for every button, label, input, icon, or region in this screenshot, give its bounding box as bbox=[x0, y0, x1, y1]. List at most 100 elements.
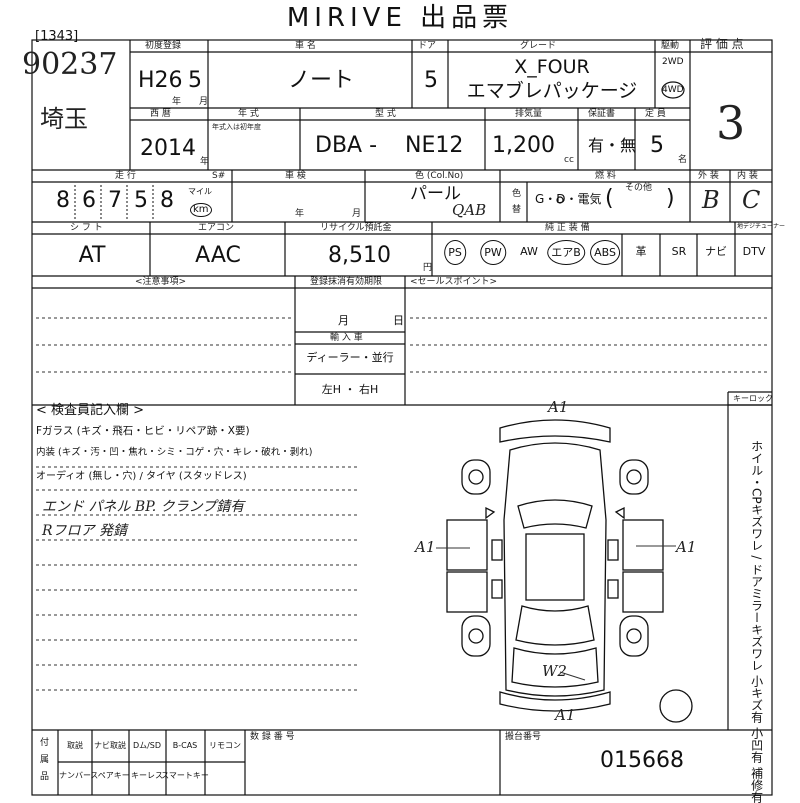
label-recycle: リサイクル預託金 bbox=[320, 223, 392, 233]
mileage-digit-3: 7 bbox=[108, 188, 122, 213]
unit-year-2: 年 bbox=[200, 157, 210, 167]
label-first-reg: 初度登録 bbox=[145, 41, 182, 51]
label-lot-no: 数 録 番 号 bbox=[250, 732, 295, 742]
label-interior: 内 装 bbox=[737, 171, 758, 181]
label-doors: ドア bbox=[418, 41, 437, 51]
unit-year: 年 bbox=[172, 97, 182, 107]
label-sales-point: <セールスポイント> bbox=[410, 277, 498, 287]
accessory-item: B-CAS bbox=[172, 741, 198, 750]
inspection-audio: オーディオ (無し・穴) / タイヤ (スタッドレス) bbox=[36, 471, 247, 482]
label-warranty: 保証書 bbox=[588, 109, 616, 119]
shaken-year: 年 bbox=[295, 209, 305, 219]
reg-day: 日 bbox=[393, 314, 404, 327]
type-code: NE12 bbox=[405, 133, 464, 158]
fuel-value: G・D・電気 bbox=[535, 192, 602, 206]
label-displacement: 排気量 bbox=[515, 109, 543, 119]
grade-line-2: エマブレパッケージ bbox=[466, 80, 638, 102]
accessory-item: ナンバー bbox=[59, 771, 91, 780]
drive-4wd: 4WD bbox=[662, 85, 684, 95]
label-exterior: 外 装 bbox=[698, 171, 719, 181]
equipment-item: PW bbox=[480, 240, 506, 265]
label-shaken: 車 検 bbox=[285, 171, 306, 181]
damage-mark-front: A1 bbox=[548, 398, 569, 416]
label-color: 色 (Col.No) bbox=[415, 171, 464, 181]
equipment-item: エアB bbox=[547, 240, 585, 265]
label-notes: <注意事項> bbox=[135, 277, 187, 287]
label-fuel: 燃 料 bbox=[595, 171, 616, 181]
region: 埼玉 bbox=[40, 105, 88, 133]
grade-line-1: X_FOUR bbox=[514, 56, 590, 78]
unit-month: 月 bbox=[199, 97, 209, 107]
label-year-model: 年 式 bbox=[238, 109, 259, 119]
mileage-digit-1: 8 bbox=[56, 188, 70, 213]
label-type: 型 式 bbox=[375, 109, 396, 119]
label-reg-expiry: 登録抹消有効期限 bbox=[310, 277, 383, 287]
shaken-month: 月 bbox=[352, 209, 362, 219]
inspection-side-notes: ホイル・CPキズワレ / ドアミラーキズワレ 小キズ有 小凹有 補修有 bbox=[749, 440, 764, 803]
accessory-item: キーレス bbox=[131, 771, 163, 780]
interior-grade: C bbox=[742, 186, 761, 214]
unit-km: km bbox=[190, 203, 212, 217]
label-tuner: 地デジチューナー bbox=[737, 223, 786, 230]
label-car-name: 車 名 bbox=[295, 41, 316, 51]
label-shift: シ フ ト bbox=[70, 223, 103, 233]
accessory-item: スマートキー bbox=[161, 771, 209, 780]
accessory-item: リモコン bbox=[209, 741, 241, 750]
accessory-side-label: 付 属 品 bbox=[40, 738, 50, 783]
inspector-heading: < 検査員記入欄 > bbox=[36, 403, 145, 418]
label-grade: グレード bbox=[520, 41, 557, 51]
year-value: 2014 bbox=[140, 136, 196, 161]
equipment-item: ABS bbox=[590, 240, 620, 265]
reg-month: 月 bbox=[338, 314, 349, 327]
equipment-item: PS bbox=[444, 240, 466, 265]
unit-mile: マイル bbox=[188, 187, 212, 196]
type-prefix: DBA - bbox=[315, 133, 378, 158]
lot-number: 90237 bbox=[22, 47, 118, 82]
accessory-item: ナビ取説 bbox=[94, 741, 126, 750]
label-rating: 評 価 点 bbox=[700, 37, 744, 51]
first-reg-month: 5 bbox=[188, 68, 202, 93]
doors-value: 5 bbox=[424, 68, 438, 93]
damage-mark-rear: A1 bbox=[555, 706, 576, 724]
inspection-glass: Fガラス (キズ・飛石・ヒビ・リペア跡・X要) bbox=[36, 425, 250, 437]
dealer-parallel: ディーラー・並行 bbox=[306, 351, 394, 364]
equipment-item: AW bbox=[520, 245, 538, 258]
accessory-item: Dム/SD bbox=[132, 741, 162, 750]
label-keylock: キーロック bbox=[733, 394, 773, 403]
inspection-handwritten-2: Rフロア 発錆 bbox=[42, 523, 127, 539]
mileage-digit-4: 5 bbox=[134, 188, 148, 213]
unit-cc: cc bbox=[564, 155, 574, 165]
inspection-handwritten-1: エンド パネル BP. クランプ錆有 bbox=[42, 499, 245, 515]
displacement-value: 1,200 bbox=[492, 133, 555, 158]
drive-2wd: 2WD bbox=[662, 57, 684, 67]
mileage-digit-2: 6 bbox=[82, 188, 96, 213]
fuel-paren-open: ( bbox=[605, 186, 614, 211]
accessory-item: スペアキー bbox=[90, 771, 130, 780]
lot-code: [1343] bbox=[35, 29, 79, 44]
label-fuel-other: その他 bbox=[625, 183, 653, 193]
steering-side: 左H ・ 右H bbox=[321, 383, 379, 396]
label-aircon: エアコン bbox=[198, 223, 235, 233]
label-mileage: 走 行 bbox=[115, 171, 136, 181]
car-name: ノート bbox=[288, 68, 355, 93]
accessory-item: 取説 bbox=[67, 741, 83, 750]
aircon-value: AAC bbox=[195, 243, 241, 268]
label-sno: S# bbox=[212, 171, 226, 181]
label-capacity: 定 員 bbox=[645, 109, 666, 119]
capacity-value: 5 bbox=[650, 133, 664, 158]
label-seat-no: 搬台番号 bbox=[505, 732, 542, 742]
seat-number: 015668 bbox=[600, 748, 684, 773]
color-name: パール bbox=[410, 184, 461, 204]
exterior-grade: B bbox=[702, 186, 720, 214]
label-seireki: 西 暦 bbox=[150, 109, 171, 119]
fuel-paren-close: ) bbox=[666, 186, 675, 211]
sheet-title: MIRIVE 出品票 bbox=[286, 3, 514, 33]
equipment-item: SR bbox=[671, 245, 687, 258]
shift-value: AT bbox=[78, 243, 106, 268]
equipment-item: ナビ bbox=[705, 245, 727, 258]
rating-value: 3 bbox=[716, 96, 746, 150]
unit-yen: 円 bbox=[423, 263, 433, 273]
equipment-item: DTV bbox=[742, 245, 766, 258]
car-diagram bbox=[446, 419, 693, 723]
